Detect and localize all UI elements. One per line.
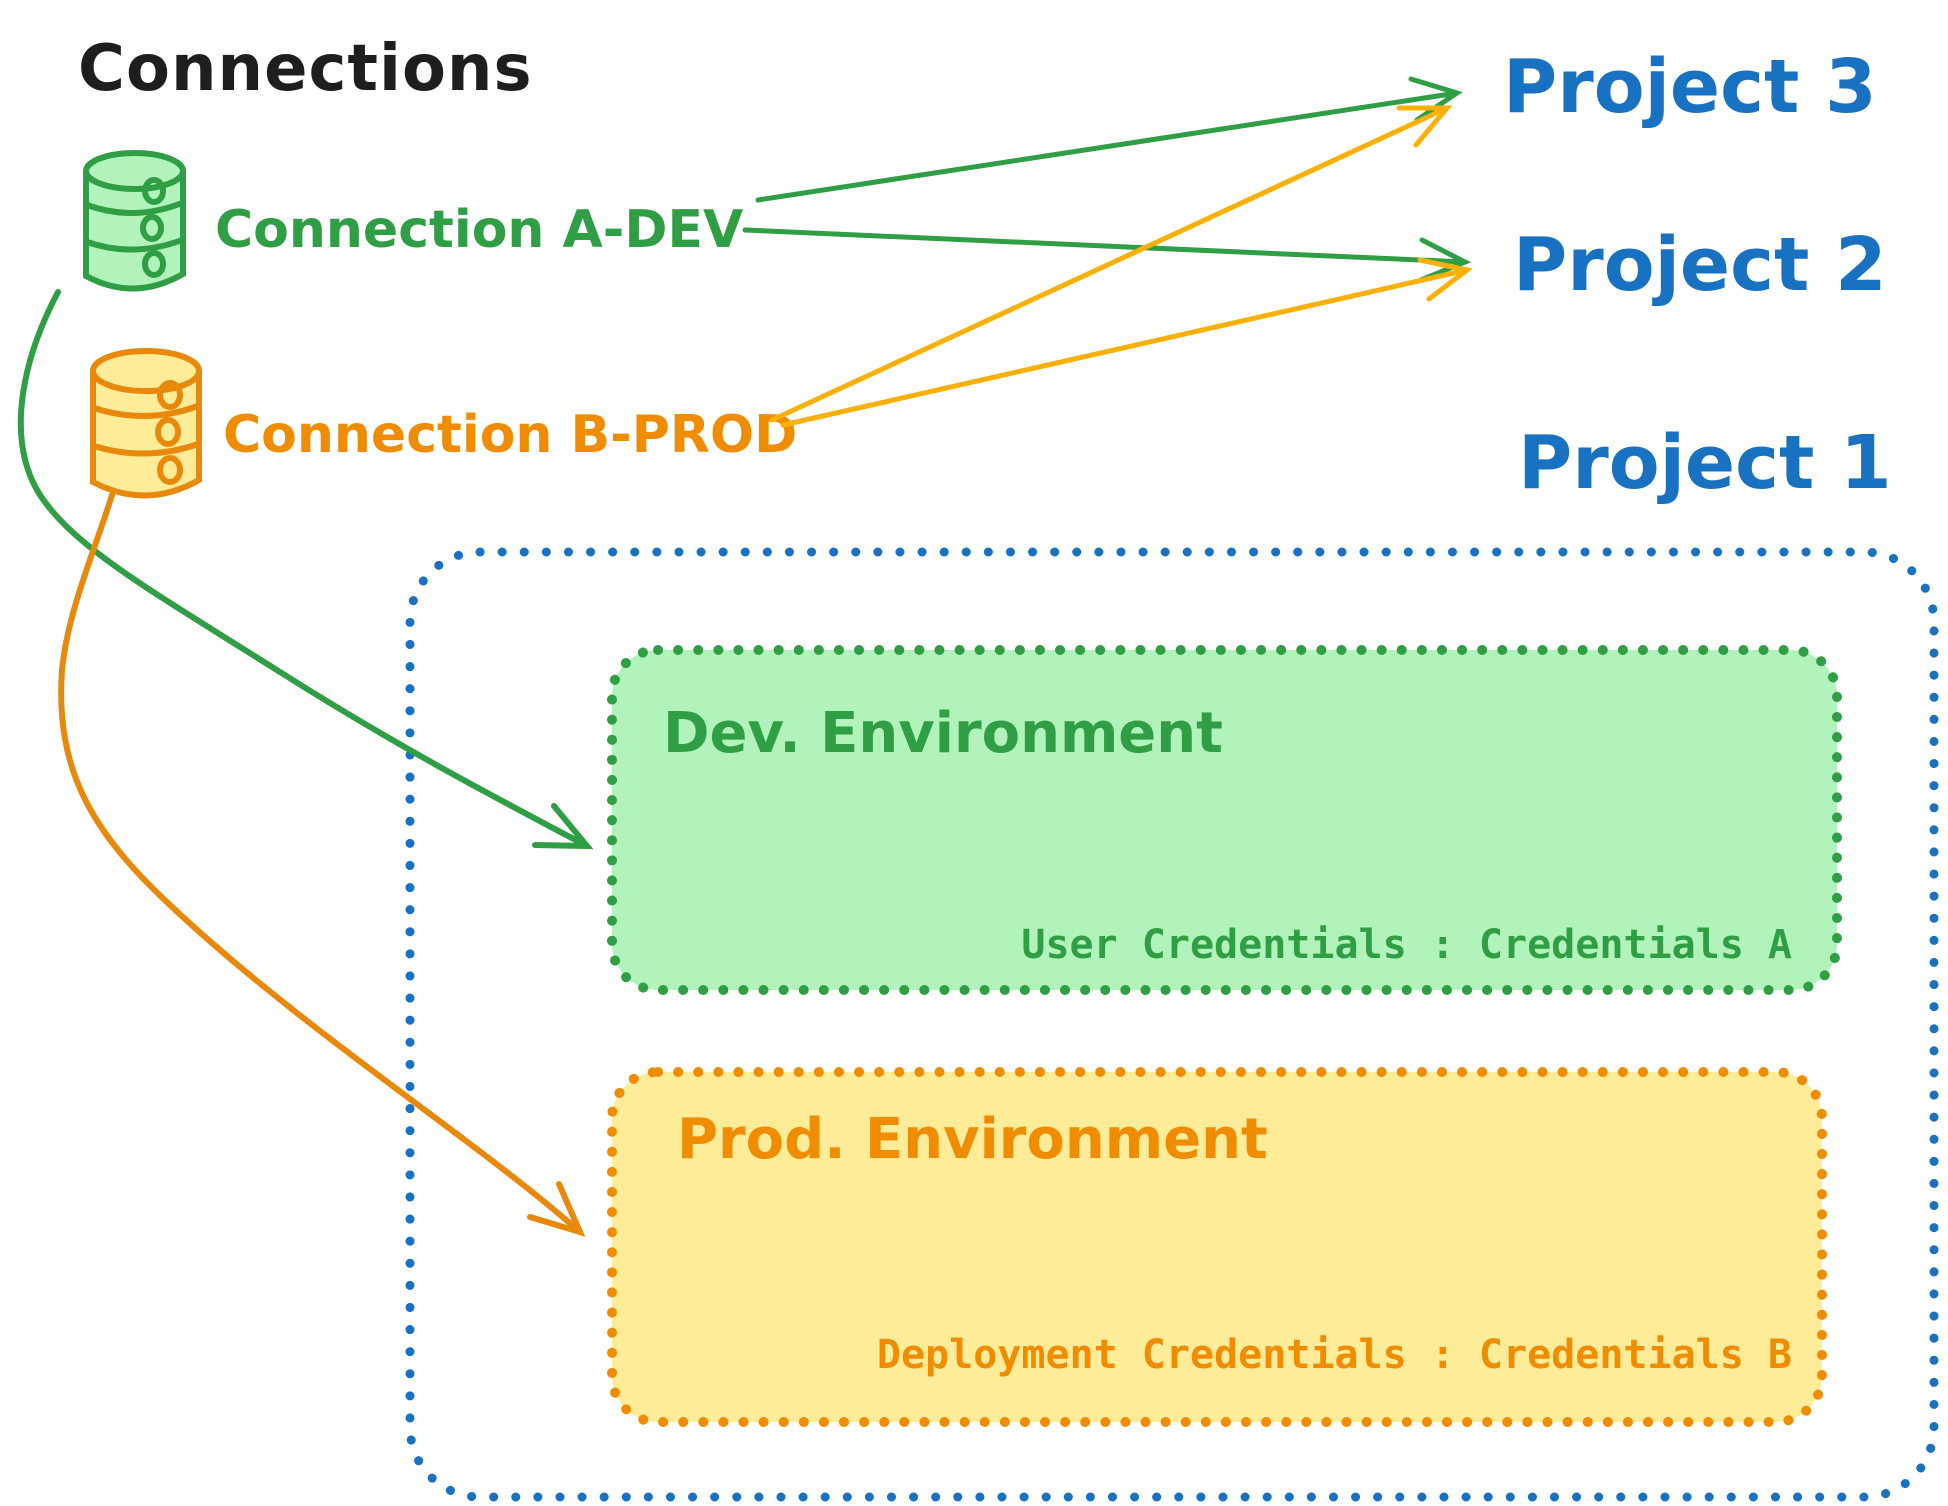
project1-container-border: [405, 547, 1939, 1502]
connection-b-prod-label: Connection B-PROD: [223, 405, 797, 465]
connection-a-dev-node: Connection A-DEV: [83, 150, 743, 292]
arrow-adev-to-dev-environment: [17, 289, 594, 850]
diagram-title: Connections: [78, 32, 533, 106]
arrow-adev-to-project2: [742, 227, 1471, 283]
database-icon-orange: [90, 348, 202, 499]
dev-environment-border: [607, 645, 1842, 995]
prod-environment-credentials: Deployment Credentials : Credentials B: [877, 1332, 1792, 1378]
database-icon-green: [83, 150, 186, 292]
project-3-label: Project 3: [1503, 44, 1877, 130]
dev-environment-title: Dev. Environment: [663, 701, 1223, 766]
dev-environment-box: Dev. Environment User Credentials : Cred…: [607, 645, 1842, 995]
prod-environment-title: Prod. Environment: [677, 1107, 1268, 1172]
arrow-bprod-to-prod-environment: [58, 492, 586, 1237]
arrow-adev-to-project3: [755, 76, 1463, 203]
connection-b-prod-node: Connection B-PROD: [90, 348, 797, 499]
project-1-label: Project 1: [1518, 420, 1892, 506]
prod-environment-border: [607, 1067, 1827, 1427]
project-2-label: Project 2: [1513, 222, 1887, 308]
arrow-bprod-to-project2: [780, 257, 1473, 428]
connection-a-dev-label: Connection A-DEV: [215, 200, 743, 260]
arrow-bprod-to-project3: [769, 105, 1453, 423]
dev-environment-credentials: User Credentials : Credentials A: [1021, 922, 1792, 968]
prod-environment-box: Prod. Environment Deployment Credentials…: [607, 1067, 1827, 1427]
